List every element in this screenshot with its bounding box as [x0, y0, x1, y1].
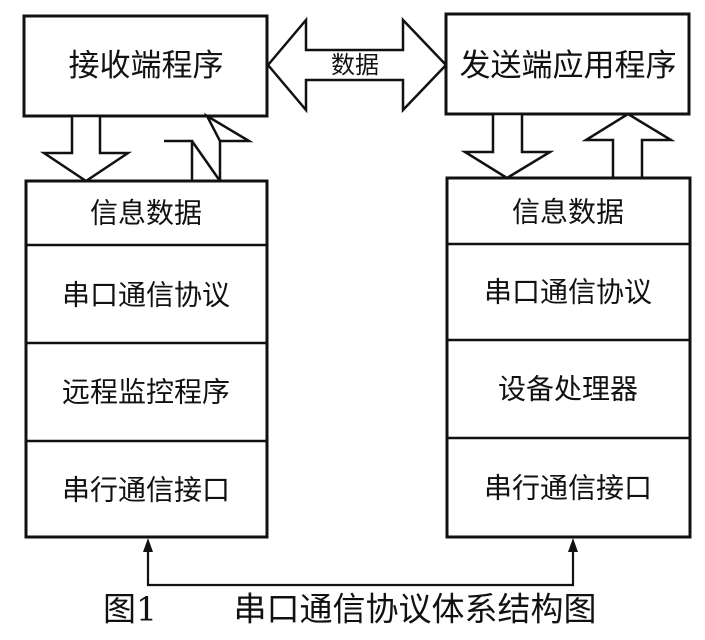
sender-stack-frame [445, 176, 692, 539]
sender-application-label: 发送端应用程序 [460, 48, 677, 84]
receiver-program-label: 接收端程序 [69, 48, 224, 84]
receiver-program-box [22, 14, 269, 118]
sender-application-box [444, 12, 691, 116]
sender-layer-serial-interface: 串行通信接口 [484, 472, 652, 505]
receiver-link-arrowhead [143, 538, 153, 552]
sender-down-arrow [460, 112, 555, 180]
sender-layer-info-data: 信息数据 [512, 196, 624, 229]
receiver-layer-remote-monitor: 远程监控程序 [62, 376, 230, 409]
sender-layer-serial-protocol: 串口通信协议 [484, 276, 652, 309]
sender-link-arrowhead [568, 538, 578, 552]
receiver-layer-info-data: 信息数据 [90, 197, 202, 230]
receiver-layer-serial-protocol: 串口通信协议 [62, 279, 230, 312]
sender-layer-device-processor: 设备处理器 [498, 373, 638, 406]
sender-protocol-stack: 信息数据 串口通信协议 设备处理器 串行通信接口 [445, 176, 692, 539]
serial-link-line [146, 548, 575, 587]
receiver-layer-serial-interface: 串行通信接口 [62, 474, 230, 507]
receiver-up-arrow [164, 112, 254, 185]
figure-number: 图1 [103, 590, 157, 629]
receiver-down-arrow [39, 114, 133, 183]
receiver-protocol-stack: 信息数据 串口通信协议 远程监控程序 串行通信接口 [24, 179, 269, 539]
serial-link-connector [143, 538, 578, 587]
sender-up-arrow [581, 112, 676, 180]
data-arrow-label: 数据 [331, 51, 379, 79]
figure-caption: 串口通信协议体系结构图 [234, 590, 597, 629]
receiver-stack-frame [24, 179, 269, 539]
